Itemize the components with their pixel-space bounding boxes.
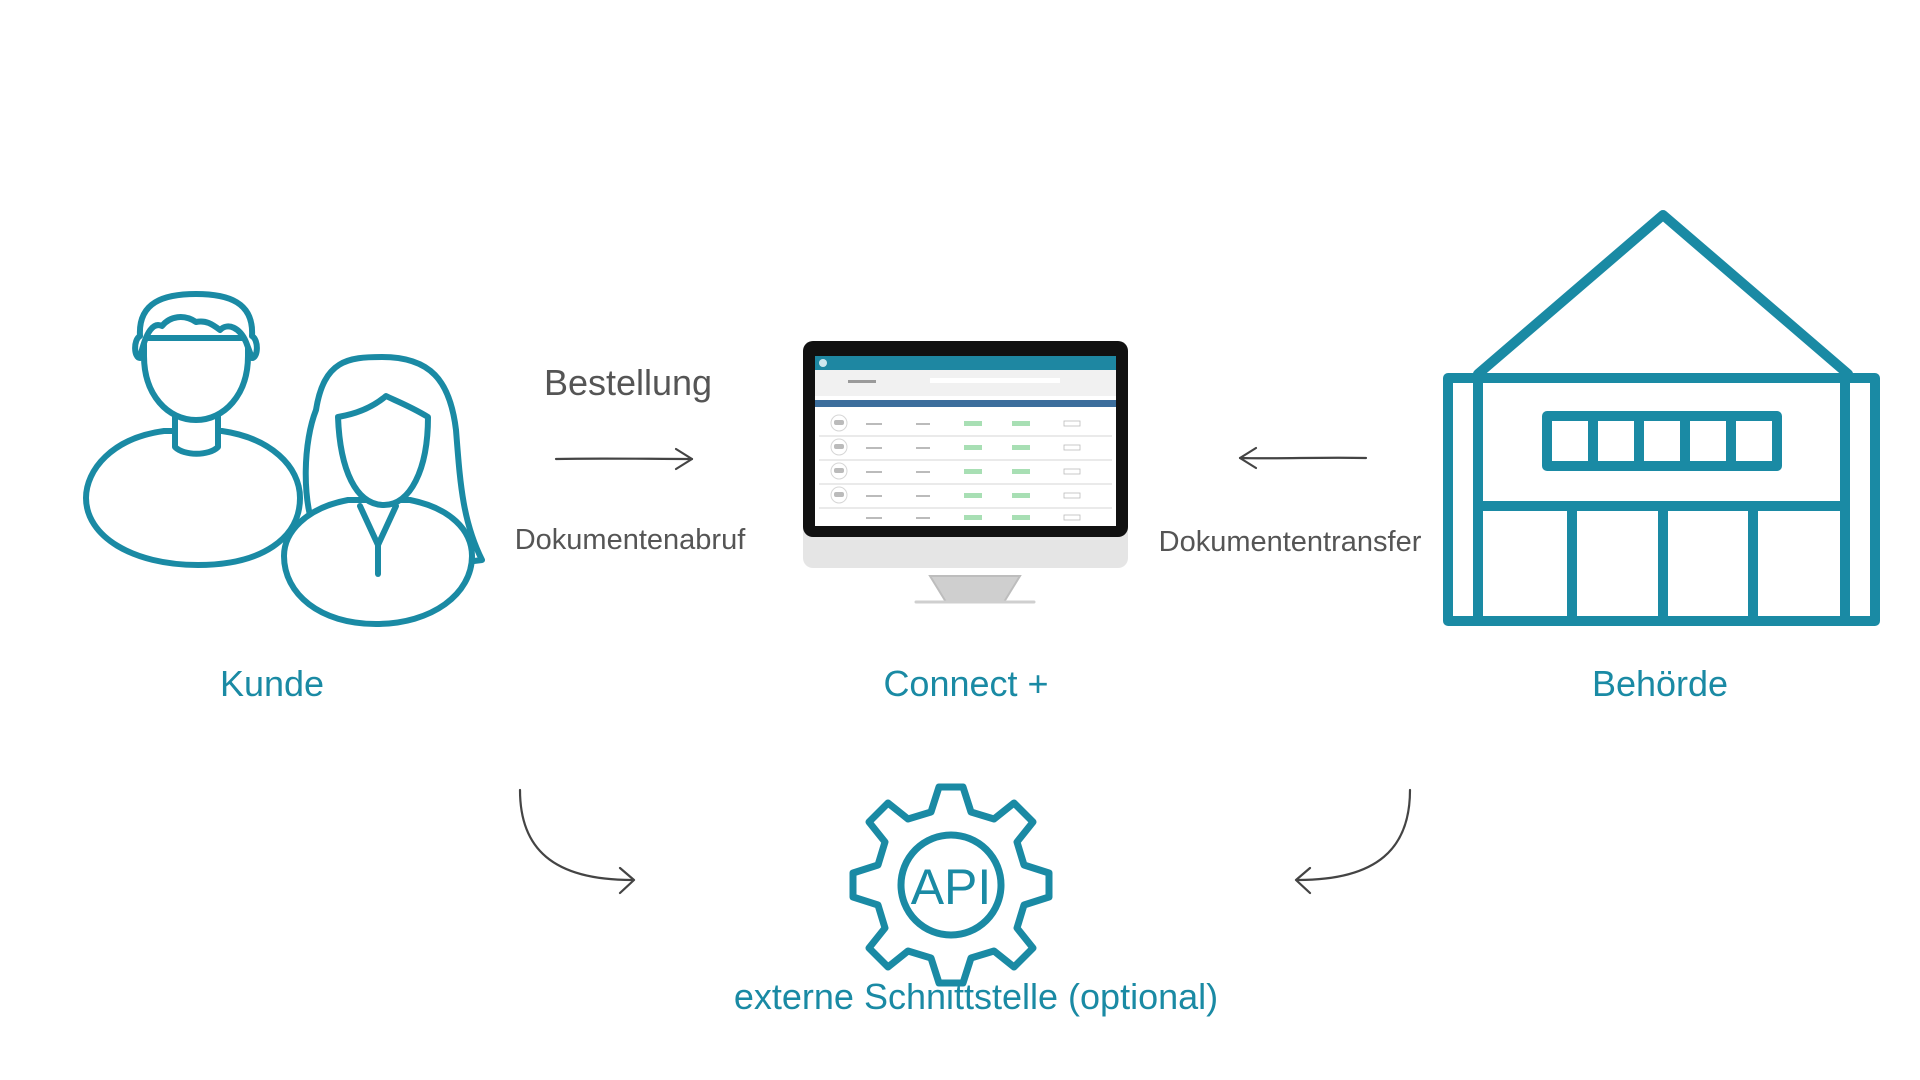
api-label: externe Schnittstelle (optional) — [733, 976, 1219, 1017]
customer-to-api-arrow — [518, 788, 636, 895]
document-retrieval-edge-label: Dokumentenabruf — [514, 524, 746, 556]
order-edge-label: Bestellung — [543, 362, 713, 403]
platform-label: Connect + — [883, 663, 1049, 704]
transfer-arrow — [1238, 446, 1368, 470]
authority-to-api-arrow — [1294, 788, 1412, 895]
customer-people-icon — [83, 291, 485, 627]
api-icon-text: API — [911, 859, 992, 915]
authority-building-icon — [1443, 210, 1880, 626]
authority-label: Behörde — [1591, 663, 1729, 704]
document-transfer-edge-label: Dokumententransfer — [1158, 526, 1422, 558]
order-arrow — [554, 447, 694, 471]
api-gear-icon: API — [849, 783, 1053, 987]
customer-label: Kunde — [219, 663, 325, 704]
monitor-app-icon — [803, 341, 1128, 604]
